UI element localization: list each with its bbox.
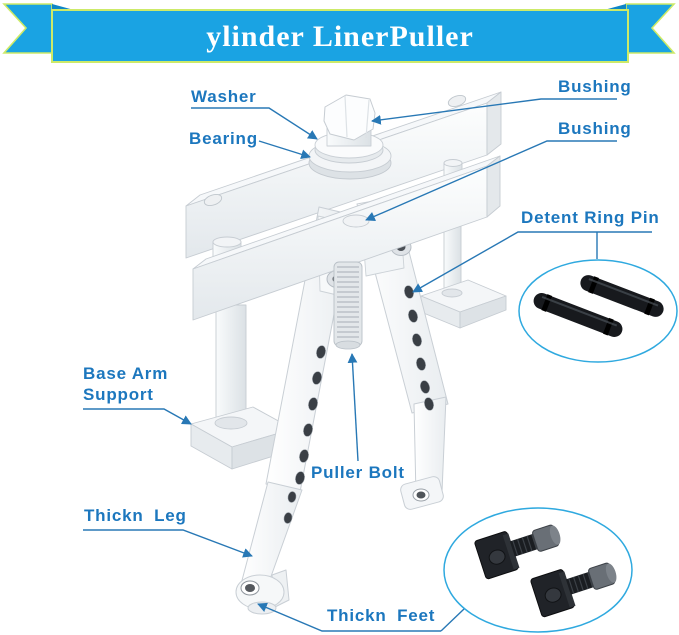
connector-detent-arrow [412, 231, 652, 293]
ribbon-right-tail [625, 3, 676, 54]
center-bushing [342, 214, 370, 228]
label-washer: Washer [191, 87, 257, 106]
label-puller-bolt: Puller Bolt [311, 463, 405, 482]
base-arm-support-right [420, 279, 507, 329]
hex-bolt-head [323, 94, 376, 147]
puller-bolt [333, 261, 363, 350]
connector-bushing-top [371, 98, 617, 125]
connector-washer [191, 107, 318, 140]
label-thickn-leg: Thickn Leg [84, 506, 187, 525]
right-leg-holes [404, 285, 434, 411]
puller-tool-illustration [185, 91, 507, 615]
left-foot [235, 574, 285, 615]
detent-pin [533, 293, 623, 337]
label-detent-ring-pin: Detent Ring Pin [521, 208, 660, 227]
label-thickn-feet: Thickn Feet [327, 606, 436, 625]
connector-bushing-middle [365, 140, 617, 221]
label-bushing-middle: Bushing [558, 119, 632, 138]
ribbon-left-tail [2, 3, 53, 54]
bar-hole [447, 94, 467, 108]
connector-thickn-feet-inset [440, 608, 465, 632]
connectors [83, 98, 652, 632]
second-crossbar [192, 155, 501, 321]
left-support-column [215, 304, 247, 419]
connector-thickn-feet [257, 602, 441, 632]
ribbon-left-fold [52, 4, 74, 10]
label-base-arm-line1: Base Arm [83, 364, 169, 383]
banner-title: ylinder LinerPuller [206, 20, 474, 53]
connector-base-arm [83, 408, 192, 425]
label-base-arm-support: Base Arm Support [83, 363, 168, 405]
ribbon-banner [2, 3, 676, 63]
connector-puller-bolt [347, 353, 359, 462]
label-bearing: Bearing [189, 129, 258, 148]
thickn-feet-inset [443, 507, 633, 633]
ribbon-band [51, 9, 629, 63]
detent-ring-pin-inset [518, 259, 678, 363]
thickn-foot [530, 562, 617, 618]
label-base-arm-line2: Support [83, 385, 154, 404]
connector-thickn-leg [83, 529, 253, 558]
connector-bearing [258, 140, 311, 160]
label-bushing-top: Bushing [558, 77, 632, 96]
left-leg-holes [295, 345, 326, 485]
ribbon-right-fold [604, 4, 626, 10]
bar-hole [203, 193, 223, 207]
detent-pin [580, 275, 664, 317]
left-leg [235, 206, 354, 615]
thickn-foot [474, 524, 561, 580]
